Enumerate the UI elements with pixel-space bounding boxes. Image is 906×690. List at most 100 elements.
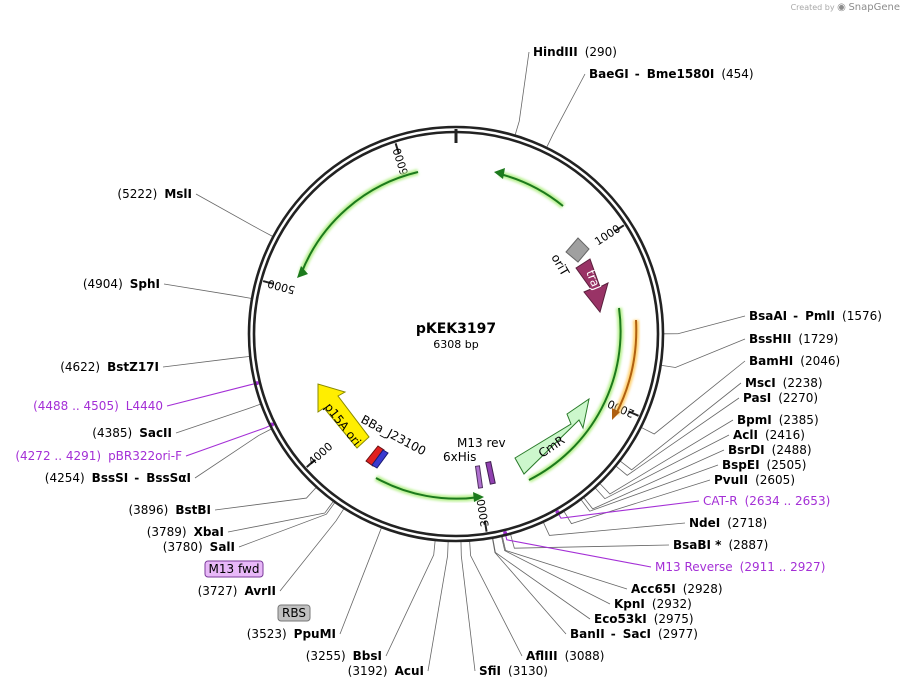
label-pos: (2385) bbox=[779, 413, 819, 427]
leader-line bbox=[502, 536, 628, 590]
tick-mark bbox=[306, 459, 316, 468]
label-pos: (2416) bbox=[765, 428, 805, 442]
arrowhead-icon bbox=[297, 266, 308, 278]
leader-line bbox=[492, 538, 567, 635]
label-pos: (4622) bbox=[60, 360, 100, 374]
site-label-pvuii: PvuII (2605) bbox=[714, 473, 795, 487]
feature-m13rev-his: M13 rev 6xHis bbox=[443, 436, 506, 489]
leader-line bbox=[641, 360, 746, 435]
leader-lines bbox=[162, 51, 746, 672]
leader-line bbox=[599, 419, 734, 495]
tick-label: 3000 bbox=[475, 498, 492, 528]
leader-line bbox=[185, 425, 270, 457]
leader-line bbox=[195, 193, 273, 237]
feature-his-label: 6xHis bbox=[443, 450, 476, 464]
arrowhead-icon bbox=[473, 492, 484, 502]
leader-line bbox=[166, 383, 255, 407]
feature-traj: traJ bbox=[575, 258, 609, 314]
leader-line bbox=[663, 315, 746, 335]
label-name: MscI bbox=[745, 376, 776, 390]
feature-m13fwd-label: M13 fwd bbox=[209, 562, 260, 576]
label-name: BssHII bbox=[749, 332, 791, 346]
label-name: PpuMI bbox=[294, 627, 336, 641]
feature-p15a: p15A ori bbox=[317, 383, 370, 449]
site-label-bsshii: BssHII(1729) bbox=[749, 332, 838, 346]
label-pos: (2605) bbox=[755, 473, 795, 487]
label-pos: (2505) bbox=[767, 458, 807, 472]
label-name: BpmI bbox=[737, 413, 772, 427]
label-name2: PmlI bbox=[805, 309, 835, 323]
leader-line bbox=[227, 501, 334, 533]
label-name: BssSI bbox=[92, 471, 129, 485]
label-pos: (2718) bbox=[727, 516, 767, 530]
site-label-ppumi: (3523)PpuMI bbox=[247, 627, 336, 641]
label-pos: (2046) bbox=[800, 354, 840, 368]
label-name: MslI bbox=[164, 187, 192, 201]
label-name: L4440 bbox=[126, 399, 163, 413]
label-name: Acc65I bbox=[631, 582, 676, 596]
arrowhead-icon bbox=[494, 168, 505, 179]
label-name: XbaI bbox=[194, 525, 224, 539]
label-pos: (2270) bbox=[778, 391, 818, 405]
label-name2: BssSαI bbox=[146, 471, 191, 485]
leader-line bbox=[661, 338, 746, 368]
label-pos: (2975) bbox=[654, 612, 694, 626]
label-pos: (2634 .. 2653) bbox=[745, 494, 831, 508]
label-name: SalI bbox=[210, 540, 235, 554]
plasmid-name: pKEK3197 bbox=[416, 321, 496, 337]
site-label-afliii: AflIII(3088) bbox=[526, 649, 604, 663]
arrowhead-icon bbox=[612, 408, 620, 420]
site-labels: HindIII(290)BaeGI-Bme1580I(454)BsaAI-Pml… bbox=[15, 45, 882, 678]
leader-line bbox=[427, 541, 449, 672]
leader-line bbox=[616, 397, 740, 476]
label-pos: (2928) bbox=[683, 582, 723, 596]
label-name: pBR322ori-F bbox=[108, 449, 182, 463]
orf-arc-bottom bbox=[375, 477, 481, 500]
leader-line bbox=[163, 283, 252, 299]
feature-m13rev-label: M13 rev bbox=[457, 436, 506, 450]
label-name: SacII bbox=[139, 426, 172, 440]
feature-m13fwd: M13 fwd bbox=[204, 560, 264, 578]
plasmid-length: 6308 bp bbox=[433, 338, 478, 351]
label-pos: (2977) bbox=[658, 627, 698, 641]
label-name: BbsI bbox=[353, 649, 382, 663]
label-pos: (4488 .. 4505) bbox=[33, 399, 119, 413]
label-name: SphI bbox=[130, 277, 160, 291]
site-label-hindiii: HindIII(290) bbox=[533, 45, 617, 59]
label-separator: - bbox=[635, 67, 640, 81]
orf-orange bbox=[615, 319, 638, 415]
feature-arcs bbox=[297, 168, 640, 502]
label-name: SfiI bbox=[479, 664, 501, 678]
tick-mark bbox=[614, 224, 625, 233]
site-label-banii: BanII-SacI(2977) bbox=[570, 627, 698, 641]
label-pos: (3130) bbox=[508, 664, 548, 678]
tick-label: 5000 bbox=[266, 277, 296, 297]
label-name: HindIII bbox=[533, 45, 578, 59]
orf-arc-topleft bbox=[300, 171, 419, 275]
leader-line bbox=[620, 382, 742, 471]
site-label-bpmi: BpmI (2385) bbox=[737, 413, 819, 427]
label-pos: (3255) bbox=[306, 649, 346, 663]
site-label-catr: CAT-R(2634 .. 2653) bbox=[703, 494, 830, 508]
site-label-pbr322: (4272 .. 4291)pBR322ori-F bbox=[15, 449, 182, 463]
site-label-bspei: BspEI(2505) bbox=[722, 458, 806, 472]
label-name: BstBI bbox=[175, 503, 211, 517]
site-label-bamhi: BamHI(2046) bbox=[749, 354, 840, 368]
site-label-ndei: NdeI (2718) bbox=[689, 516, 767, 530]
label-pos: (4385) bbox=[92, 426, 132, 440]
label-pos: (2488) bbox=[772, 443, 812, 457]
feature-orit-label: oriT bbox=[548, 252, 572, 279]
leader-line bbox=[501, 536, 611, 605]
brand-prefix: Created by bbox=[790, 3, 835, 12]
label-name: AvrII bbox=[244, 584, 276, 598]
leader-line bbox=[580, 464, 719, 512]
leader-line bbox=[505, 535, 652, 568]
orf-arc-right bbox=[528, 307, 622, 481]
feature-rbs: RBS bbox=[277, 604, 311, 622]
label-name: M13 Reverse bbox=[655, 560, 733, 574]
tick-mark bbox=[483, 520, 488, 532]
label-name: PvuII bbox=[714, 473, 748, 487]
label-separator: - bbox=[611, 627, 616, 641]
label-name: NdeI bbox=[689, 516, 720, 530]
label-name: BsaAI bbox=[749, 309, 787, 323]
